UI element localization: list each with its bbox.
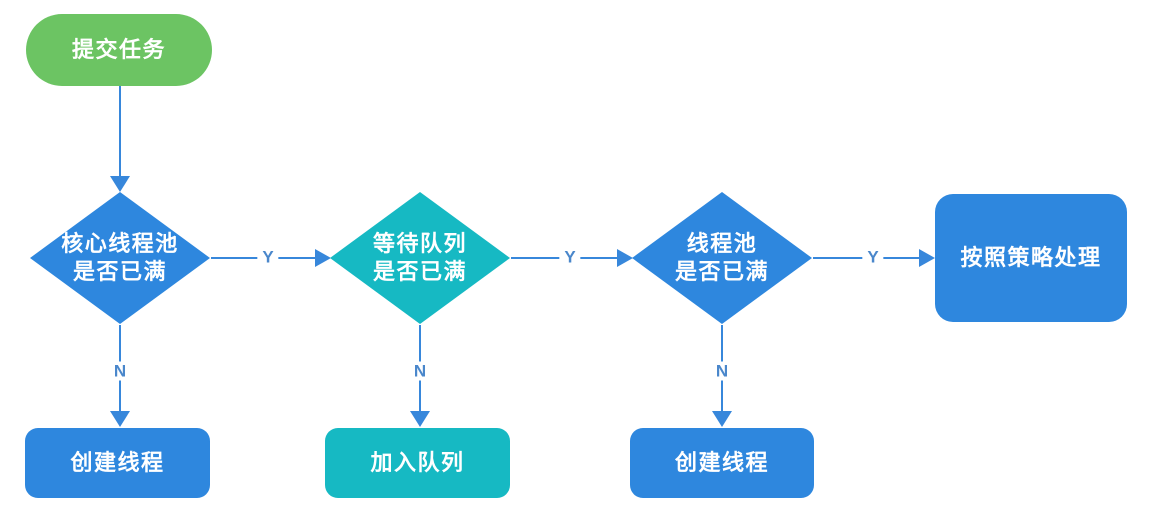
edge-label-queue-no: N	[408, 361, 432, 381]
arrowhead-down-icon	[712, 411, 732, 427]
arrowhead-right-icon	[617, 249, 633, 267]
node-submit-task: 提交任务	[26, 14, 212, 86]
node-create-thread-1-label: 创建线程	[70, 450, 165, 475]
arrowhead-right-icon	[919, 249, 935, 267]
node-create-thread-1: 创建线程	[25, 428, 210, 498]
node-create-thread-2: 创建线程	[630, 428, 814, 498]
edge-label-core-yes: Y	[257, 247, 279, 267]
arrowhead-right-icon	[315, 249, 331, 267]
edge-label-pool-yes: Y	[862, 247, 884, 267]
edge-label-queue-yes: Y	[559, 247, 581, 267]
node-join-queue: 加入队列	[325, 428, 510, 498]
node-wait-queue-full-label: 等待队列 是否已满	[372, 231, 467, 284]
arrowhead-down-icon	[110, 411, 130, 427]
node-thread-pool-full-label: 线程池 是否已满	[674, 231, 769, 284]
node-submit-task-label: 提交任务	[71, 37, 166, 62]
edge-label-pool-no: N	[710, 361, 734, 381]
edge-label-core-no: N	[108, 361, 132, 381]
node-handle-by-policy-label: 按照策略处理	[960, 245, 1102, 270]
node-core-pool-full-label: 核心线程池 是否已满	[61, 231, 179, 284]
node-handle-by-policy: 按照策略处理	[935, 194, 1127, 322]
arrowhead-down-icon	[110, 176, 130, 192]
node-join-queue-label: 加入队列	[370, 450, 465, 475]
arrowhead-down-icon	[410, 411, 430, 427]
node-create-thread-2-label: 创建线程	[674, 450, 769, 475]
